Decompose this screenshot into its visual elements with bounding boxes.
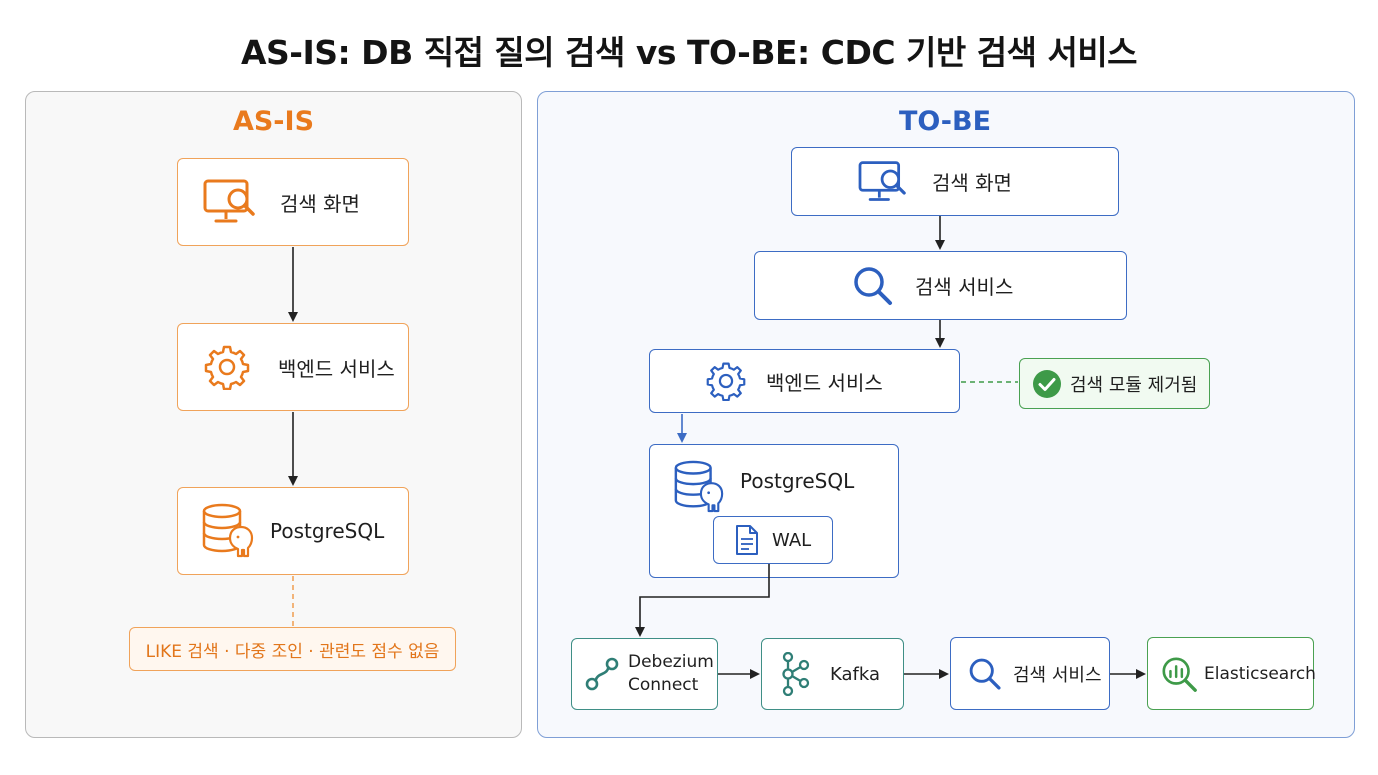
- debezium-connect-box[interactable]: Debezium Connect: [571, 638, 718, 710]
- wal-label: WAL: [772, 529, 812, 551]
- removed-badge-label: 검색 모듈 제거됨: [1070, 374, 1198, 396]
- tobe-backend-box[interactable]: 백엔드 서비스: [649, 349, 960, 413]
- asis-heading: AS-IS: [232, 106, 315, 137]
- gear-icon: [706, 362, 746, 401]
- database-icon: [202, 503, 254, 558]
- tobe-search-service2-box[interactable]: 검색 서비스: [950, 637, 1110, 710]
- check-circle-icon: [1033, 369, 1061, 398]
- asis-search-screen-label: 검색 화면: [280, 191, 360, 216]
- asis-backend-box[interactable]: 백엔드 서비스: [177, 323, 409, 411]
- tobe-search-screen-label: 검색 화면: [932, 171, 1012, 195]
- search-module-removed-badge: 검색 모듈 제거됨: [1019, 358, 1210, 409]
- analytics-search-icon: [1162, 656, 1197, 692]
- connector-link-icon: [585, 657, 619, 691]
- gear-icon: [204, 345, 250, 390]
- page-title: AS-IS: DB 직접 질의 검색 vs TO-BE: CDC 기반 검색 서…: [240, 33, 1138, 72]
- kafka-box[interactable]: Kafka: [761, 638, 904, 710]
- tobe-postgresql-label: PostgreSQL: [740, 469, 855, 493]
- document-icon: [736, 525, 758, 555]
- database-icon: [674, 460, 724, 513]
- tobe-heading: TO-BE: [898, 106, 992, 137]
- asis-postgresql-label: PostgreSQL: [270, 519, 385, 543]
- tobe-postgresql-box[interactable]: PostgreSQL: [649, 444, 899, 578]
- tobe-search-service-label: 검색 서비스: [915, 275, 1014, 299]
- tobe-search-screen-box[interactable]: 검색 화면: [791, 147, 1119, 216]
- tobe-search-service-box[interactable]: 검색 서비스: [754, 251, 1127, 320]
- asis-limitations-note: LIKE 검색 · 다중 조인 · 관련도 점수 없음: [129, 627, 456, 671]
- kafka-label: Kafka: [830, 663, 880, 685]
- tobe-backend-label: 백엔드 서비스: [766, 370, 883, 395]
- search-icon: [969, 658, 1001, 690]
- tobe-arrow-wal-to-debezium: [635, 564, 770, 637]
- wal-box[interactable]: WAL: [713, 516, 833, 564]
- kafka-nodes-icon: [782, 652, 810, 696]
- elasticsearch-box[interactable]: Elasticsearch: [1147, 637, 1316, 710]
- monitor-search-icon: [203, 179, 255, 223]
- asis-postgresql-box[interactable]: PostgreSQL: [177, 487, 409, 575]
- debezium-label-line2: Connect: [628, 675, 699, 695]
- search-icon: [854, 266, 892, 305]
- debezium-connect-label: Debezium Connect: [628, 651, 714, 697]
- elasticsearch-label: Elasticsearch: [1204, 663, 1316, 684]
- tobe-search-service2-label: 검색 서비스: [1013, 664, 1102, 686]
- asis-backend-label: 백엔드 서비스: [278, 356, 395, 381]
- debezium-label-line1: Debezium: [628, 652, 714, 672]
- monitor-search-icon: [858, 160, 906, 201]
- asis-search-screen-box[interactable]: 검색 화면: [177, 158, 409, 246]
